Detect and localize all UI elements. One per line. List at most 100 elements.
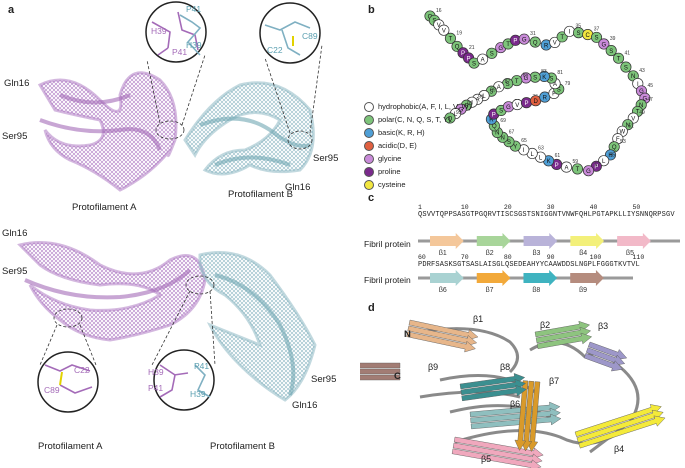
residue-number: 31 — [530, 31, 536, 37]
residue-node: S — [572, 27, 585, 39]
residue-letter: S — [499, 109, 503, 115]
residue-letter: T — [617, 57, 621, 63]
residue-letter: R — [544, 43, 549, 49]
bottom-label-gln16-right: Gln16 — [292, 400, 318, 411]
residue-letter: G — [459, 107, 464, 113]
residue-number: 67 — [509, 129, 515, 135]
residue-number: 93 — [467, 101, 473, 107]
residue-letter: S — [490, 52, 494, 58]
ribbon-strand — [406, 319, 479, 353]
residue-letter: S — [472, 61, 476, 67]
residue-letter: L — [539, 155, 543, 161]
residue-node: I35 — [563, 23, 581, 37]
residue-node: L63 — [526, 145, 544, 160]
legend-swatch — [364, 153, 374, 164]
panel-label-c: c — [368, 192, 375, 204]
residue-letter: S — [465, 103, 469, 109]
residue-number: 49 — [639, 110, 645, 116]
legend-label: glycine — [378, 154, 402, 163]
strand-arrow: β1 — [430, 233, 464, 255]
protofilament-b-density — [183, 81, 315, 176]
residue-number: 59 — [572, 159, 578, 165]
residue-node: T 41 — [612, 50, 631, 64]
legend-swatch — [364, 140, 374, 151]
residue-letter: G — [522, 37, 527, 43]
strand-arrow: β4 — [570, 233, 605, 255]
bottom-label-protofilament-b: Protofilament B — [210, 441, 275, 452]
legend-item: acidic(D, E) — [364, 139, 471, 152]
sequence-line-1: QSVVTQPPSASGTPGQRVTISCSGSTSNIGGNTVNWFQHL… — [418, 211, 675, 219]
sequence-row-label-1: Fibril protein — [364, 239, 411, 249]
bottom-label-gln16-left: Gln16 — [2, 228, 28, 239]
ribbon-strand — [534, 320, 593, 349]
legend-item: polar(C, N, Q, S, T, Y) — [364, 113, 471, 126]
residue-number: 69 — [500, 118, 506, 124]
residue-letter: S — [533, 75, 537, 81]
residue-number: 51 — [628, 123, 634, 129]
legend-item: cysteine — [364, 178, 471, 191]
residue-legend: hydrophobic(A, F, I, L, V, W)polar(C, N,… — [364, 100, 471, 191]
residue-node: Q — [529, 36, 541, 48]
residue-letter: N — [626, 123, 630, 129]
strand-arrow: β6 — [430, 270, 464, 292]
ribbon-c-terminus: C — [394, 371, 401, 382]
residue-letter: P — [467, 56, 471, 62]
bottom-density-map — [17, 241, 317, 413]
residue-number: 41 — [625, 50, 631, 56]
residue-node: G39 — [598, 36, 616, 50]
ribbon-strand — [451, 436, 544, 468]
legend-swatch — [364, 127, 374, 138]
residue-node: T85 — [511, 73, 529, 87]
residue-node: T — [571, 163, 584, 175]
residue-node: S — [620, 61, 632, 73]
residue-letter: L — [482, 94, 486, 100]
bottom-label-c22: C22 — [74, 365, 90, 375]
residue-letter: P — [492, 112, 496, 118]
residue-letter: P — [524, 101, 528, 107]
top-label-c89: C89 — [302, 31, 318, 41]
residue-letter: T — [449, 37, 453, 43]
top-density-map — [37, 1, 323, 192]
residue-letter: T — [576, 167, 580, 173]
sequence-row-label-2: Fibril protein — [364, 275, 411, 285]
top-label-ser95-left: Ser95 — [2, 131, 28, 142]
residue-node: S — [590, 31, 603, 43]
top-label-gln16-right: Gln16 — [285, 182, 311, 193]
strand-label: β9 — [579, 287, 587, 292]
residue-letter: Q — [455, 45, 460, 51]
residue-letter: S — [549, 76, 553, 82]
residue-number: 83 — [541, 69, 547, 75]
legend-swatch — [364, 114, 374, 125]
sequence-line-2: PDRFSASKSGTSASLAISGLQSEDEAHYYCAAWDDSLNGP… — [418, 261, 640, 269]
residue-number: 85 — [523, 73, 529, 79]
residue-letter: V — [442, 29, 446, 35]
strand-arrow: β5 — [617, 233, 651, 255]
residue-letter: I — [569, 30, 571, 36]
residue-letter: F — [616, 137, 620, 143]
bottom-label-ser95-right: Ser95 — [311, 374, 337, 385]
top-label-protofilament-a: Protofilament A — [72, 202, 137, 213]
residue-letter: K — [542, 75, 546, 81]
residue-node: V — [511, 98, 523, 111]
residue-letter: Q — [448, 116, 453, 122]
residue-letter: N — [495, 131, 499, 137]
residue-node: T19 — [444, 30, 462, 44]
residue-letter: G — [602, 42, 607, 48]
residue-number: 79 — [565, 81, 571, 87]
strand-label: β7 — [486, 287, 494, 292]
residue-letter: P — [555, 163, 559, 169]
residue-letter: C — [586, 33, 591, 39]
panel-label-b: b — [368, 4, 375, 16]
top-label-h39-right: H39 — [186, 40, 202, 50]
residue-number: 65 — [521, 138, 527, 144]
residue-letter: I — [471, 101, 473, 107]
ribbon-strand-label: β6 — [510, 399, 520, 409]
residue-letter: T — [636, 110, 640, 116]
strand-arrow: β3 — [523, 233, 558, 255]
residue-node: K61 — [543, 153, 560, 167]
residue-number: 91 — [478, 94, 484, 100]
bottom-label-p41-left: P41 — [148, 383, 164, 393]
top-label-protofilament-b: Protofilament B — [228, 189, 293, 200]
residue-letter: G — [498, 46, 503, 52]
